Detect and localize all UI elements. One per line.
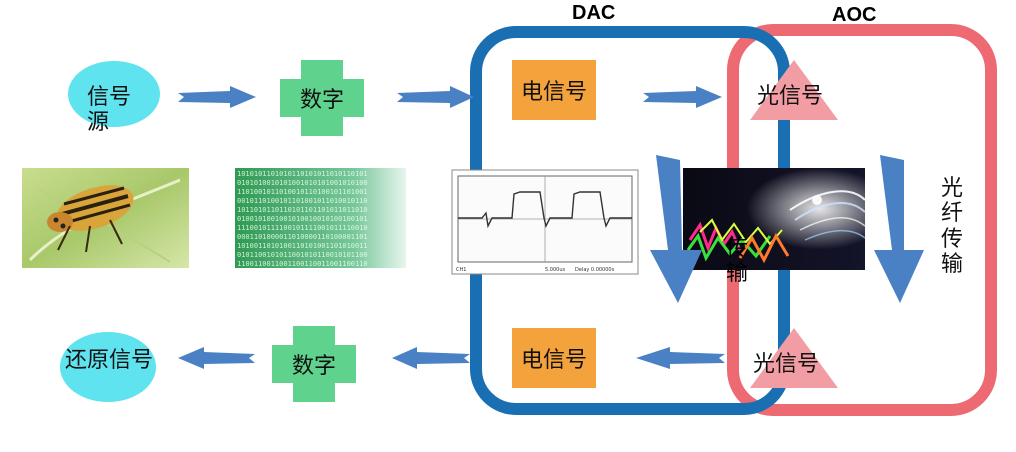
arrow-down-aoc bbox=[874, 155, 924, 303]
svg-text:010110010101100101011001010110: 0101100101011001010110010101100 bbox=[237, 251, 368, 259]
aoc-label: AOC bbox=[832, 4, 877, 26]
arrow-bottom-3 bbox=[636, 347, 725, 369]
osc-left-text: CH1 bbox=[456, 267, 466, 273]
svg-text:010101001010100101010100101010: 0101010010101001010101001010100 bbox=[237, 179, 368, 187]
optical-text-bottom: 光信号 bbox=[753, 352, 820, 377]
arrow-top-3 bbox=[643, 86, 722, 108]
svg-text:110100101101001011010010110100: 1101001011010010110100101101001 bbox=[237, 188, 368, 196]
digital-text-top: 数字 bbox=[299, 88, 344, 113]
svg-text:001011010010110100101101001011: 0010110100101101001011010010110 bbox=[237, 197, 368, 205]
transmission-text: 传输 bbox=[726, 236, 749, 287]
electrical-text-bottom: 电信号 bbox=[520, 348, 587, 373]
arrow-top-2 bbox=[397, 86, 474, 108]
arrows-top bbox=[178, 86, 722, 108]
arrow-bottom-1 bbox=[178, 347, 255, 369]
triangle-top bbox=[750, 60, 838, 120]
restore-text: 还原信号 bbox=[65, 348, 154, 373]
source-ellipse bbox=[68, 61, 160, 127]
arrow-down-dac bbox=[650, 155, 702, 303]
osc-mid-text: 5.000us bbox=[545, 267, 565, 273]
dac-label: DAC bbox=[572, 2, 616, 24]
electrical-box-bottom: 电信号 bbox=[512, 328, 596, 388]
restore-ellipse bbox=[60, 332, 156, 402]
digital-text-bottom: 数字 bbox=[291, 354, 336, 379]
oscilloscope-image: CH1 5.000us Delay 0.00000s bbox=[451, 169, 639, 275]
electrical-box-top: 电信号 bbox=[512, 60, 596, 120]
svg-text:101001101010011010100110101001: 1010011010100110101001101010011 bbox=[237, 242, 368, 250]
source-text: 信号源 bbox=[87, 85, 132, 136]
electrical-text-top: 电信号 bbox=[520, 80, 587, 105]
arrow-bottom-2 bbox=[392, 347, 470, 369]
svg-text:101010110101011010101101011010: 1010101101010110101011010110101 bbox=[237, 170, 368, 178]
triangle-bottom bbox=[750, 328, 838, 388]
binary-photo: 1010101101010110101011010110101 01010100… bbox=[235, 168, 406, 268]
arrows-bottom bbox=[178, 347, 725, 369]
osc-right-text: Delay 0.00000s bbox=[575, 267, 615, 273]
svg-text:111001011110010111100101111001: 1110010111100101111001011110010 bbox=[237, 224, 368, 232]
fiber-photo bbox=[683, 168, 866, 270]
svg-text:101101011011010110110101101101: 1011010110110101101101011011010 bbox=[237, 206, 368, 214]
optical-text-top: 光信号 bbox=[757, 84, 824, 109]
svg-text:010010100100101001001010010010: 0100101001001010010010100100101 bbox=[237, 215, 368, 223]
svg-text:110011001100110011001100110011: 1100110011001100110011001100110 bbox=[237, 260, 368, 268]
fiber-transmission-text: 光纤传输 bbox=[941, 176, 964, 277]
beetle-photo bbox=[22, 168, 189, 268]
arrow-top-1 bbox=[178, 86, 256, 108]
svg-text:000110100001101000011010000110: 0001101000011010000110100001101 bbox=[237, 233, 368, 241]
